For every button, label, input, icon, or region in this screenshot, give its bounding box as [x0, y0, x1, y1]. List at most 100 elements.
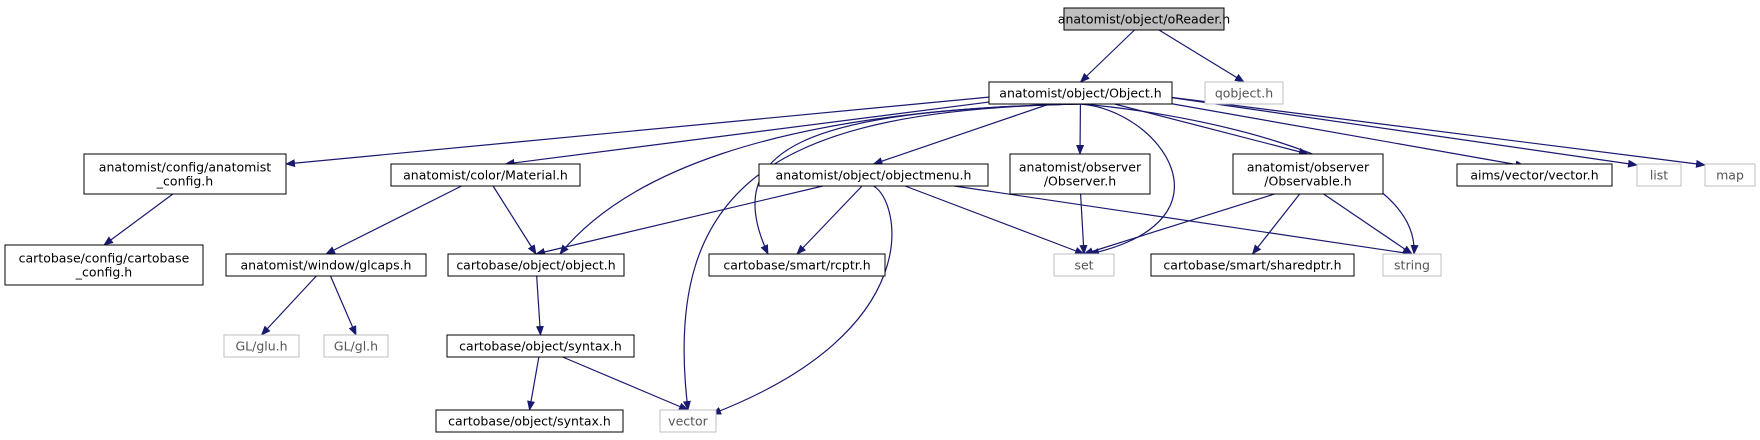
edge-object-to-list — [1160, 95, 1638, 168]
node-label: anatomist/observer — [1247, 160, 1370, 175]
nodes-layer: anatomist/object/oReader.h anatomist/obje… — [4, 7, 1756, 433]
edge-objectmenu-to-string — [954, 185, 1413, 257]
node-label: cartobase/object/syntax.h — [459, 339, 622, 354]
node-box — [988, 81, 1173, 105]
node-string: string — [1382, 253, 1442, 277]
node-aimsvector[interactable]: aims/vector/vector.h — [1456, 163, 1613, 187]
node-box — [446, 334, 635, 358]
node-box — [4, 244, 204, 286]
node-box — [435, 409, 624, 433]
edge-glcaps-to-gl — [329, 275, 357, 336]
node-set: set — [1053, 253, 1115, 277]
node-label: list — [1650, 168, 1668, 183]
node-vector: vector — [659, 409, 717, 433]
node-list: list — [1636, 163, 1682, 187]
edge-object-to-rcptr — [754, 103, 1081, 255]
edge-observable-to-string — [1323, 193, 1413, 255]
node-box — [1382, 253, 1442, 277]
node-label: anatomist/object/objectmenu.h — [776, 168, 972, 183]
node-label: aims/vector/vector.h — [1470, 168, 1598, 183]
node-oreader[interactable]: anatomist/object/oReader.h — [1058, 7, 1230, 31]
node-label: string — [1394, 258, 1430, 273]
node-label: cartobase/smart/sharedptr.h — [1163, 258, 1341, 273]
node-rcptr[interactable]: cartobase/smart/rcptr.h — [708, 253, 886, 277]
edge-objectmenu-to-vector — [711, 185, 893, 415]
node-map: map — [1704, 163, 1756, 187]
node-glcaps[interactable]: anatomist/window/glcaps.h — [225, 253, 427, 277]
node-box — [225, 253, 427, 277]
edge-cobject-to-syntax — [535, 275, 544, 336]
node-box — [1232, 153, 1384, 195]
node-label: anatomist/observer — [1019, 160, 1142, 175]
node-label: GL/gl.h — [334, 339, 378, 354]
node-label: cartobase/object/object.h — [456, 258, 615, 273]
edge-object-to-anaconfig — [285, 95, 1001, 168]
node-glu: GL/glu.h — [223, 334, 300, 358]
edge-object-to-map — [1160, 95, 1706, 168]
node-label: _config.h — [75, 265, 132, 280]
node-label: anatomist/color/Material.h — [403, 168, 568, 183]
node-anaconfig[interactable]: anatomist/config/anatomist_config.h — [83, 153, 287, 195]
node-box — [1053, 253, 1115, 277]
node-objectmenu[interactable]: anatomist/object/objectmenu.h — [758, 163, 989, 187]
edge-object-to-string — [1080, 103, 1419, 255]
node-label: cartobase/object/syntax.h — [448, 414, 611, 429]
edge-syntax-to-syntax2 — [527, 356, 540, 411]
node-box — [223, 334, 300, 358]
node-box — [1009, 153, 1151, 195]
node-observer[interactable]: anatomist/observer/Observer.h — [1009, 153, 1151, 195]
node-box — [447, 253, 625, 277]
edge-oreader-to-object — [1079, 29, 1135, 83]
edge-anaconfig-to-cartoconfig — [103, 193, 174, 246]
node-label: map — [1716, 168, 1744, 183]
edge-object-to-material — [504, 97, 1021, 167]
edge-objectmenu-to-cobject — [535, 185, 824, 256]
node-label: cartobase/config/cartobase — [19, 251, 190, 266]
edge-object-to-objectmenu — [872, 103, 1050, 165]
node-box — [1150, 253, 1355, 277]
node-label: cartobase/smart/rcptr.h — [723, 258, 870, 273]
edge-observer-to-set — [1079, 193, 1088, 255]
node-box — [83, 153, 287, 195]
edge-material-to-glcaps — [325, 185, 462, 255]
node-object[interactable]: anatomist/object/Object.h — [988, 81, 1173, 105]
node-label: qobject.h — [1215, 86, 1273, 101]
node-box — [659, 409, 717, 433]
node-box — [1456, 163, 1613, 187]
node-sharedptr[interactable]: cartobase/smart/sharedptr.h — [1150, 253, 1355, 277]
node-label: _config.h — [156, 174, 213, 189]
edge-material-to-cobject — [492, 185, 537, 255]
node-box — [1636, 163, 1682, 187]
node-label: /Observer.h — [1044, 174, 1116, 189]
node-label: GL/glu.h — [235, 339, 287, 354]
node-box — [390, 163, 581, 187]
node-box — [708, 253, 886, 277]
edge-object-to-aimsvector — [1150, 99, 1526, 169]
edge-objectmenu-to-set — [904, 185, 1085, 255]
edge-observable-to-set — [1083, 193, 1275, 256]
node-syntax2[interactable]: cartobase/object/syntax.h — [435, 409, 624, 433]
node-cartoconfig[interactable]: cartobase/config/cartobase_config.h — [4, 244, 204, 286]
node-cobject[interactable]: cartobase/object/object.h — [447, 253, 625, 277]
node-box — [1704, 163, 1756, 187]
edge-glcaps-to-glu — [260, 275, 317, 336]
edge-oreader-to-qobject — [1158, 29, 1245, 83]
node-label: vector — [668, 414, 709, 429]
node-qobject: qobject.h — [1204, 81, 1284, 105]
node-label: /Observable.h — [1264, 174, 1351, 189]
node-box — [1063, 7, 1225, 31]
node-box — [1204, 81, 1284, 105]
node-syntax[interactable]: cartobase/object/syntax.h — [446, 334, 635, 358]
edge-observable-to-sharedptr — [1251, 193, 1301, 255]
edge-objectmenu-to-rcptr — [796, 185, 863, 255]
node-observable[interactable]: anatomist/observer/Observable.h — [1232, 153, 1384, 195]
node-label: anatomist/object/Object.h — [999, 86, 1161, 101]
node-material[interactable]: anatomist/color/Material.h — [390, 163, 581, 187]
node-label: anatomist/window/glcaps.h — [241, 258, 412, 273]
node-label: set — [1074, 258, 1093, 273]
edge-syntax-to-vector — [562, 356, 689, 411]
node-label: anatomist/config/anatomist — [99, 160, 271, 175]
node-gl: GL/gl.h — [323, 334, 389, 358]
node-box — [323, 334, 389, 358]
